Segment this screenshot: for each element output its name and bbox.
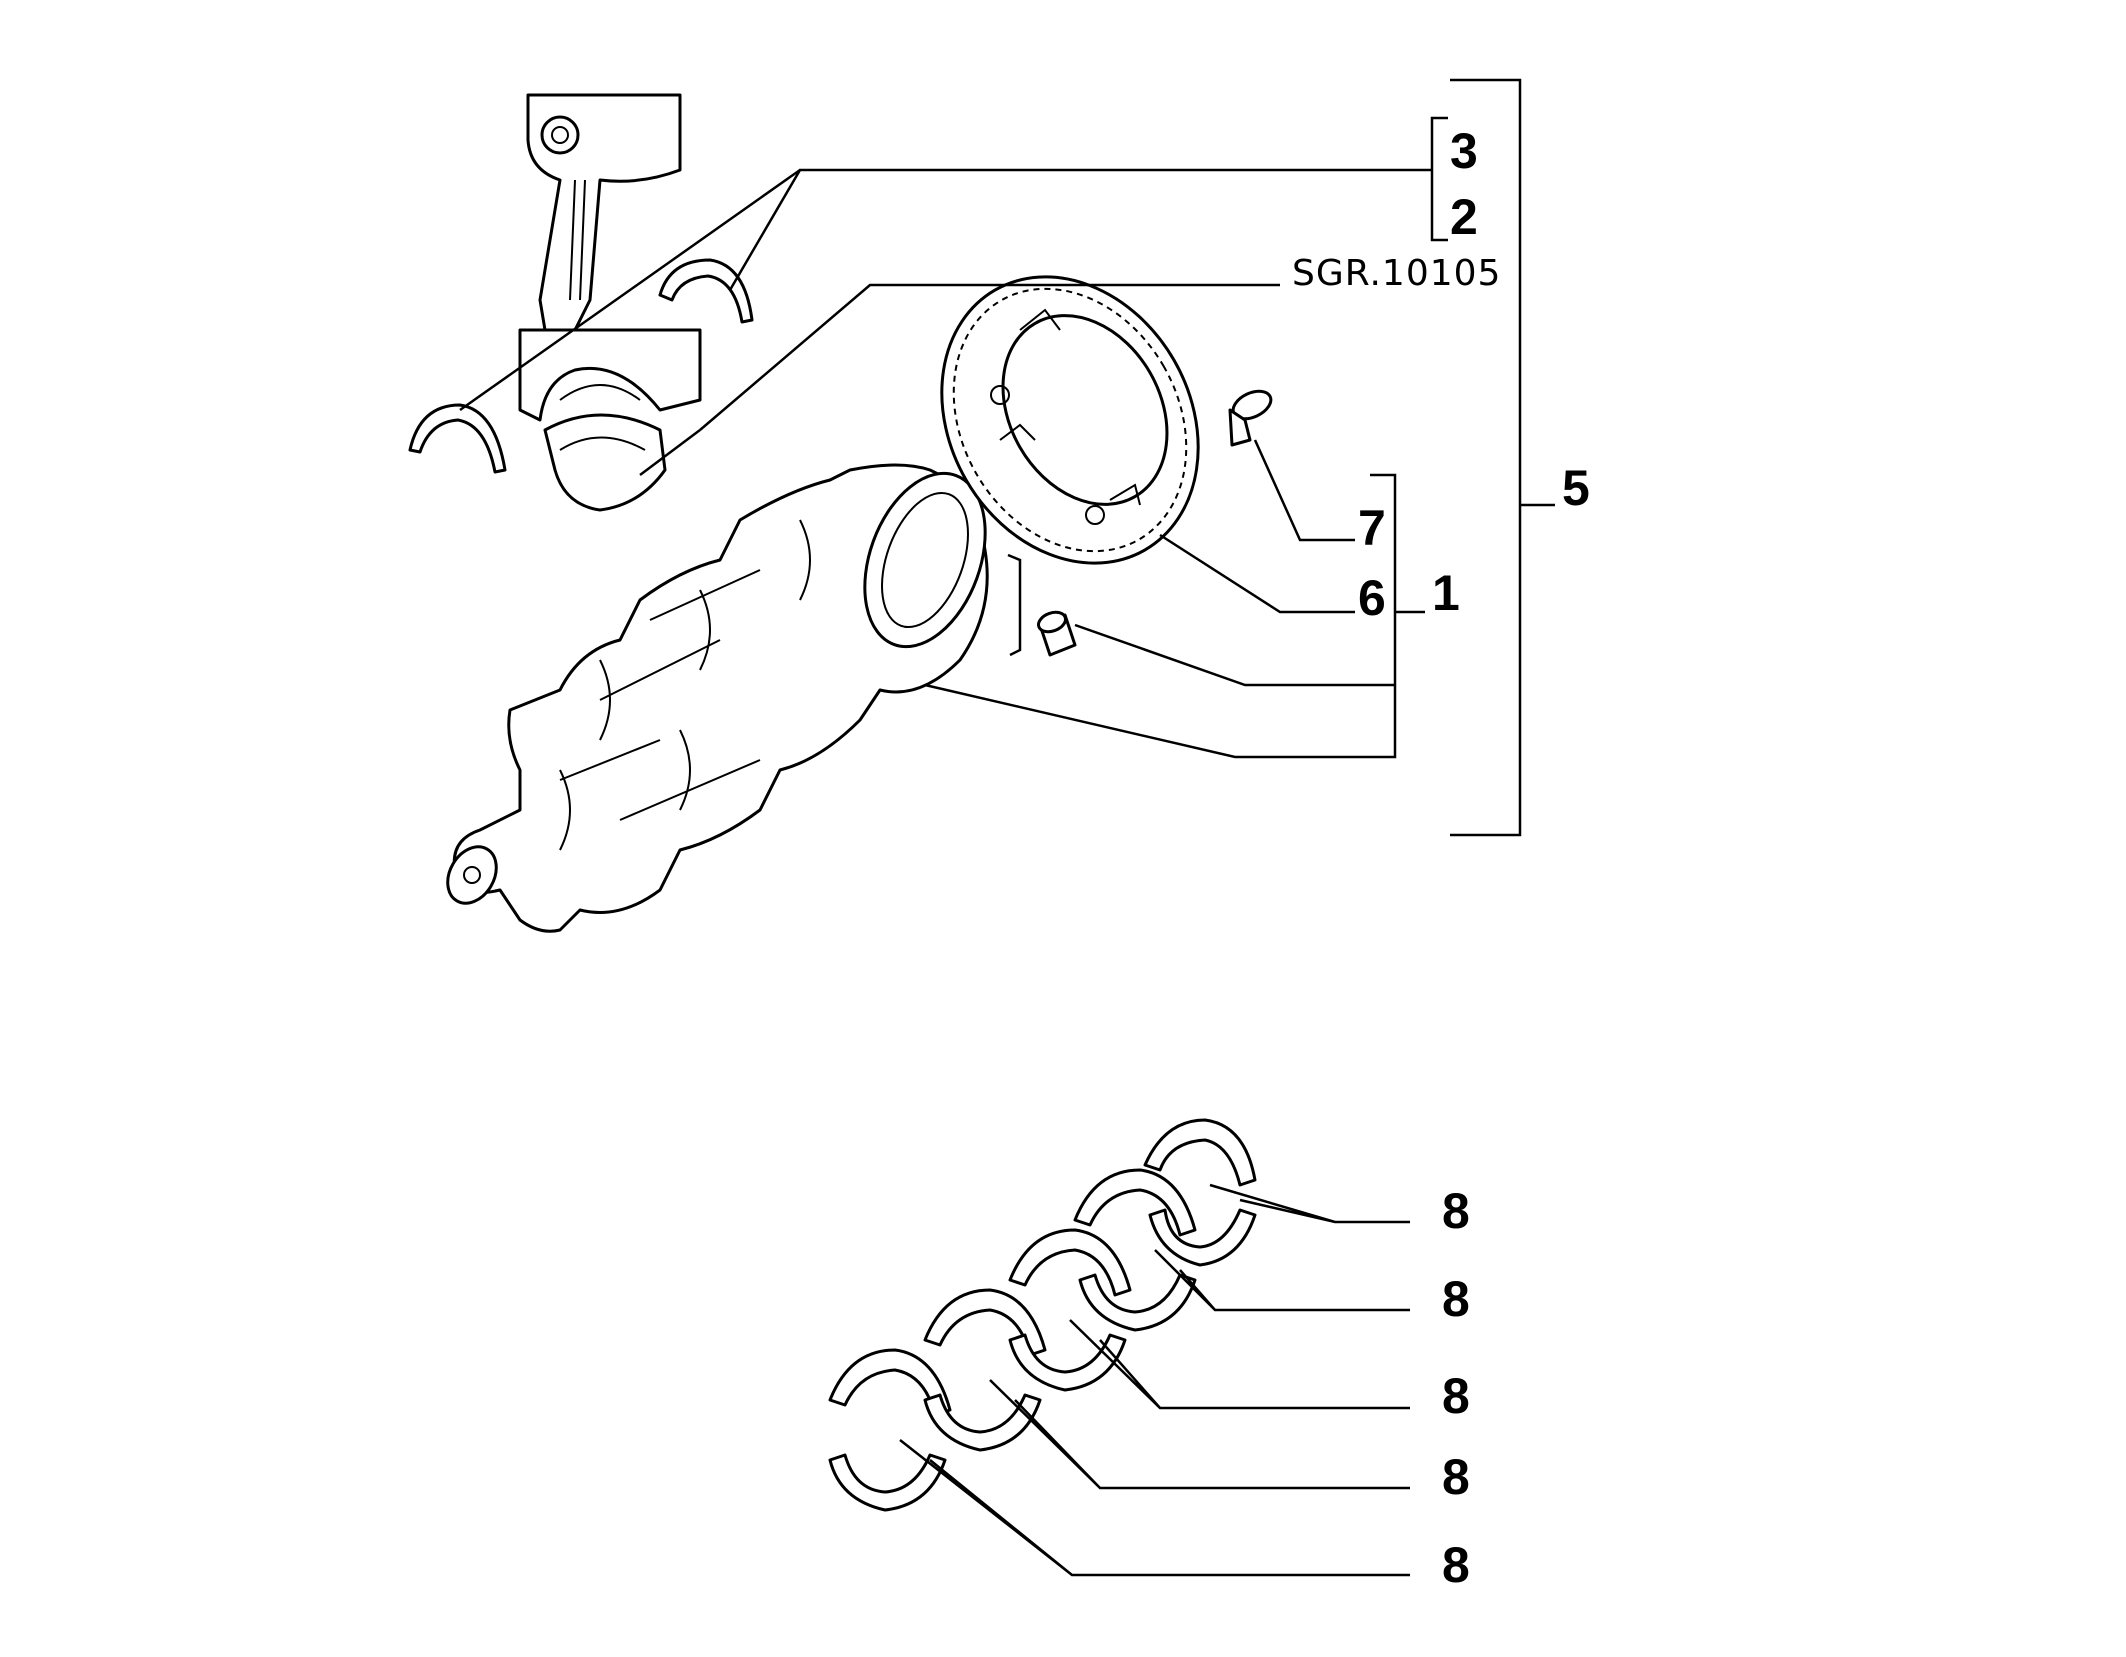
callout-8-top: 8 <box>1442 1183 1470 1239</box>
conrod-bearing-lower <box>408 403 507 474</box>
callout-1: 1 <box>1432 565 1460 621</box>
timing-sprocket <box>940 275 1200 565</box>
dowel-pin <box>1036 610 1077 657</box>
callout-6: 6 <box>1358 570 1386 626</box>
callout-3: 3 <box>1450 123 1478 179</box>
callout-2: 2 <box>1450 189 1478 245</box>
connecting-rod <box>518 93 702 422</box>
leader-lines <box>459 78 1555 1577</box>
conrod-cap <box>543 413 667 512</box>
sprocket-bolt <box>1228 389 1273 447</box>
reference-code: SGR.10105 <box>1292 253 1501 294</box>
callout-8-fourth: 8 <box>1442 1449 1470 1505</box>
callout-8-second: 8 <box>1442 1271 1470 1327</box>
callout-8-middle: 8 <box>1442 1368 1470 1424</box>
conrod-bearing-upper <box>658 258 754 324</box>
callout-7: 7 <box>1358 500 1386 556</box>
callout-8-bottom: 8 <box>1442 1537 1470 1593</box>
main-bearing-shells <box>828 1118 1257 1512</box>
crankshaft <box>446 463 989 933</box>
callout-5: 5 <box>1562 460 1590 516</box>
